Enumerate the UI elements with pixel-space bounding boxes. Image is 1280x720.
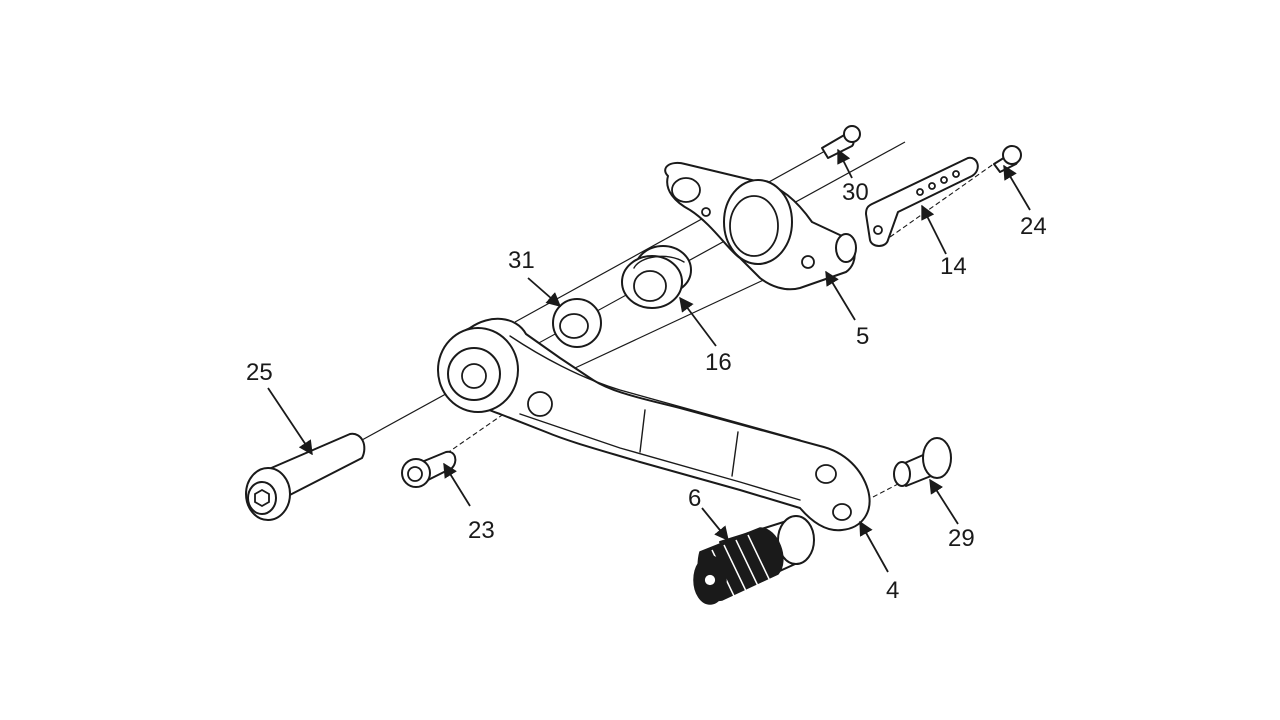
bracket-part-5[interactable] (664, 162, 857, 291)
bushing-part-16[interactable] (621, 245, 692, 309)
screw-part-23[interactable] (401, 450, 457, 488)
callout-30: 30 (842, 179, 869, 206)
knob-part-6[interactable] (693, 515, 815, 605)
callout-16: 16 (705, 349, 732, 376)
callout-23: 23 (468, 517, 495, 544)
callout-4: 4 (886, 577, 899, 604)
plate-part-14[interactable] (865, 156, 979, 247)
callout-14: 14 (940, 253, 967, 280)
screw-part-24[interactable] (993, 145, 1022, 173)
callout-6: 6 (688, 485, 701, 512)
leader-lines (267, 148, 1031, 573)
callout-5: 5 (856, 323, 869, 350)
callout-25: 25 (246, 359, 273, 386)
screw-part-30[interactable] (821, 125, 861, 159)
bolt-part-25[interactable] (245, 432, 366, 521)
callout-29: 29 (948, 525, 975, 552)
callout-31: 31 (508, 247, 535, 274)
lever-part-4[interactable] (437, 317, 871, 532)
callout-labels: 25 23 31 16 5 30 14 24 6 4 29 (246, 179, 1047, 604)
pin-part-29[interactable] (893, 437, 952, 487)
washer-part-31[interactable] (552, 298, 602, 348)
callout-24: 24 (1020, 213, 1047, 240)
